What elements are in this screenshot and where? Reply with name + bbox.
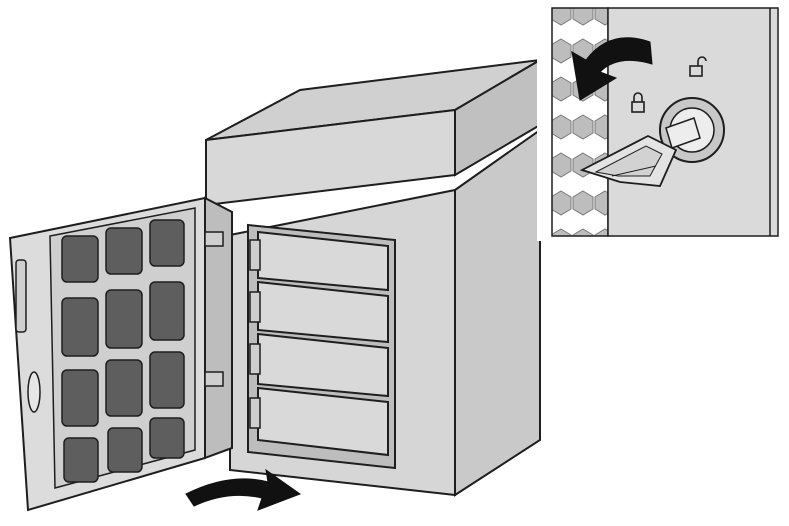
enclosure-side-face: [454, 128, 541, 497]
unlocked-padlock-icon: [689, 56, 707, 77]
curved-arrow-icon: [571, 37, 653, 101]
door-hinge: [204, 371, 224, 387]
door-vent-grid: [61, 219, 185, 483]
drive-trays: [249, 230, 389, 457]
door-hinge: [204, 231, 224, 247]
lock-detail-inset: [537, 3, 785, 241]
nas-enclosure: [205, 58, 541, 497]
key-icon: [579, 117, 701, 187]
locked-padlock-icon: [631, 92, 645, 113]
front-door: [8, 196, 233, 512]
inset-hex-grille: [551, 7, 609, 237]
door-lock-knob: [27, 371, 41, 413]
curved-arrow-icon: [185, 468, 302, 511]
door-latch-slot: [15, 259, 27, 333]
